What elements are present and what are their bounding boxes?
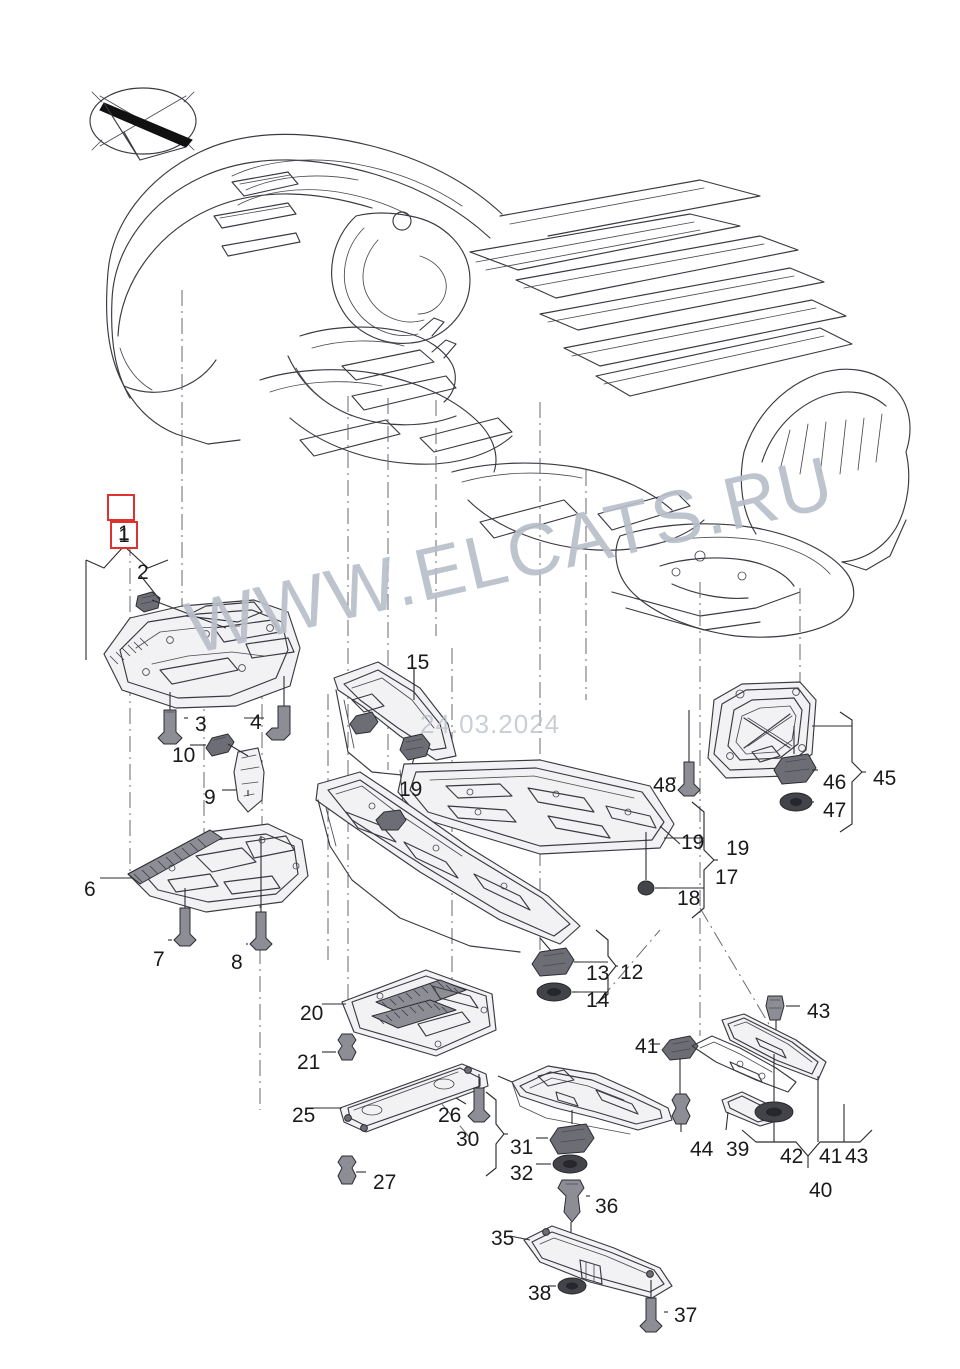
part-small-bracket xyxy=(190,733,265,813)
callout-27[interactable]: 27 xyxy=(373,1171,397,1194)
callout-19b[interactable]: 19 xyxy=(681,831,705,854)
callout-19c[interactable]: 19 xyxy=(726,837,750,860)
part-ribbed-shield-20 xyxy=(322,969,497,1057)
callout-43b[interactable]: 43 xyxy=(845,1145,869,1168)
part-rear-left-shield xyxy=(100,823,309,951)
callout-21[interactable]: 21 xyxy=(297,1051,321,1074)
callout-39[interactable]: 39 xyxy=(726,1138,750,1161)
callout-47[interactable]: 47 xyxy=(823,799,847,822)
callout-20[interactable]: 20 xyxy=(300,1002,324,1025)
callout-35[interactable]: 35 xyxy=(491,1227,515,1250)
part-flat-strip-25 xyxy=(312,1063,491,1133)
callout-14[interactable]: 14 xyxy=(586,989,610,1012)
part-washer-47 xyxy=(779,792,814,812)
callout-30[interactable]: 30 xyxy=(456,1128,480,1151)
callout-1-leader xyxy=(85,545,169,660)
callout-45[interactable]: 45 xyxy=(873,767,897,790)
part-washer-14 xyxy=(536,982,578,1002)
callout-6[interactable]: 6 xyxy=(84,878,96,901)
callout-4[interactable]: 4 xyxy=(250,711,262,734)
callout-36[interactable]: 36 xyxy=(595,1195,619,1218)
part-fastener-21 xyxy=(322,1033,357,1061)
callout-7[interactable]: 7 xyxy=(153,948,165,971)
highlight-box-empty[interactable] xyxy=(107,494,135,521)
part-fastener-27 xyxy=(337,1155,366,1185)
callout-48[interactable]: 48 xyxy=(653,774,677,797)
part-clip-13 xyxy=(531,947,578,977)
leader-19b xyxy=(659,825,681,845)
callout-17[interactable]: 17 xyxy=(715,866,739,889)
callout-38[interactable]: 38 xyxy=(528,1282,552,1305)
callout-37[interactable]: 37 xyxy=(674,1304,698,1327)
part-center-duct-30 xyxy=(485,1065,673,1177)
callout-12[interactable]: 12 xyxy=(620,961,644,984)
callout-1[interactable]: 1 xyxy=(118,522,130,545)
highlight-box-selected[interactable]: 1 xyxy=(110,521,138,549)
part-rear-cover-45 xyxy=(707,681,866,833)
callout-43a[interactable]: 43 xyxy=(807,1000,831,1023)
callout-19a[interactable]: 19 xyxy=(399,778,423,801)
part-bolt-48 xyxy=(668,710,701,797)
callout-13[interactable]: 13 xyxy=(586,962,610,985)
callout-42[interactable]: 42 xyxy=(780,1145,804,1168)
callout-8[interactable]: 8 xyxy=(231,951,243,974)
highlight-box-selected-label: 1 xyxy=(118,525,130,547)
part-fastener-18 xyxy=(637,832,668,896)
part-angled-panel-15 xyxy=(333,661,457,777)
part-clip-46 xyxy=(773,726,818,785)
bracket-17 xyxy=(664,801,718,919)
callout-46[interactable]: 46 xyxy=(823,771,847,794)
callout-41a[interactable]: 41 xyxy=(635,1035,659,1058)
callout-40[interactable]: 40 xyxy=(809,1179,833,1202)
callout-31[interactable]: 31 xyxy=(510,1136,534,1159)
callout-25[interactable]: 25 xyxy=(292,1104,316,1127)
part-right-lower-group xyxy=(650,995,873,1168)
part-rear-shield-35 xyxy=(509,1225,673,1333)
part-underbody-shield-main xyxy=(103,591,301,745)
vehicle-underbody-outline xyxy=(106,133,911,638)
callout-44[interactable]: 44 xyxy=(690,1138,714,1161)
part-center-shield-upper xyxy=(397,759,675,855)
callout-10[interactable]: 10 xyxy=(172,744,196,767)
callout-41b[interactable]: 41 xyxy=(819,1145,843,1168)
callout-2[interactable]: 2 xyxy=(137,561,149,584)
callout-3[interactable]: 3 xyxy=(195,713,207,736)
callout-32[interactable]: 32 xyxy=(510,1162,534,1185)
callout-15[interactable]: 15 xyxy=(406,651,430,674)
part-center-shield-lower xyxy=(315,771,581,953)
callout-9[interactable]: 9 xyxy=(204,786,216,809)
callout-18[interactable]: 18 xyxy=(677,887,701,910)
callout-26[interactable]: 26 xyxy=(438,1104,462,1127)
bracket-12 xyxy=(578,929,618,1005)
view-direction-arrow-icon xyxy=(89,87,197,161)
